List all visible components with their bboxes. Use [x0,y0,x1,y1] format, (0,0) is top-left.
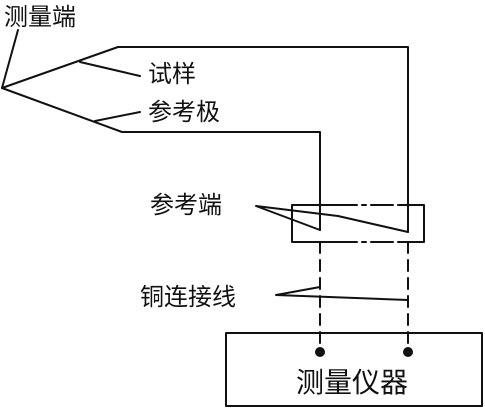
label-sample: 试样 [148,60,196,88]
reference-end-leader [255,205,339,231]
sample-wire [1,46,409,206]
reference-junction-line-a [337,215,409,233]
reference-electrode-leader [94,111,141,122]
sample-leader [79,61,141,77]
label-measuring-end: 测量端 [4,3,76,31]
copper-wire-leader [275,286,409,301]
label-reference-electrode: 参考极 [148,98,220,126]
label-instrument: 测量仪器 [296,366,408,399]
instrument-box [225,332,483,407]
reference-end-box-right [397,204,425,243]
label-copper-wire: 铜连接线 [140,283,236,311]
terminal-right [403,347,413,357]
label-reference-end: 参考端 [150,191,222,219]
reference-wire [1,87,321,206]
measuring-end-leader [1,29,19,89]
reference-end-box-left [291,204,336,243]
terminal-left [315,347,325,357]
